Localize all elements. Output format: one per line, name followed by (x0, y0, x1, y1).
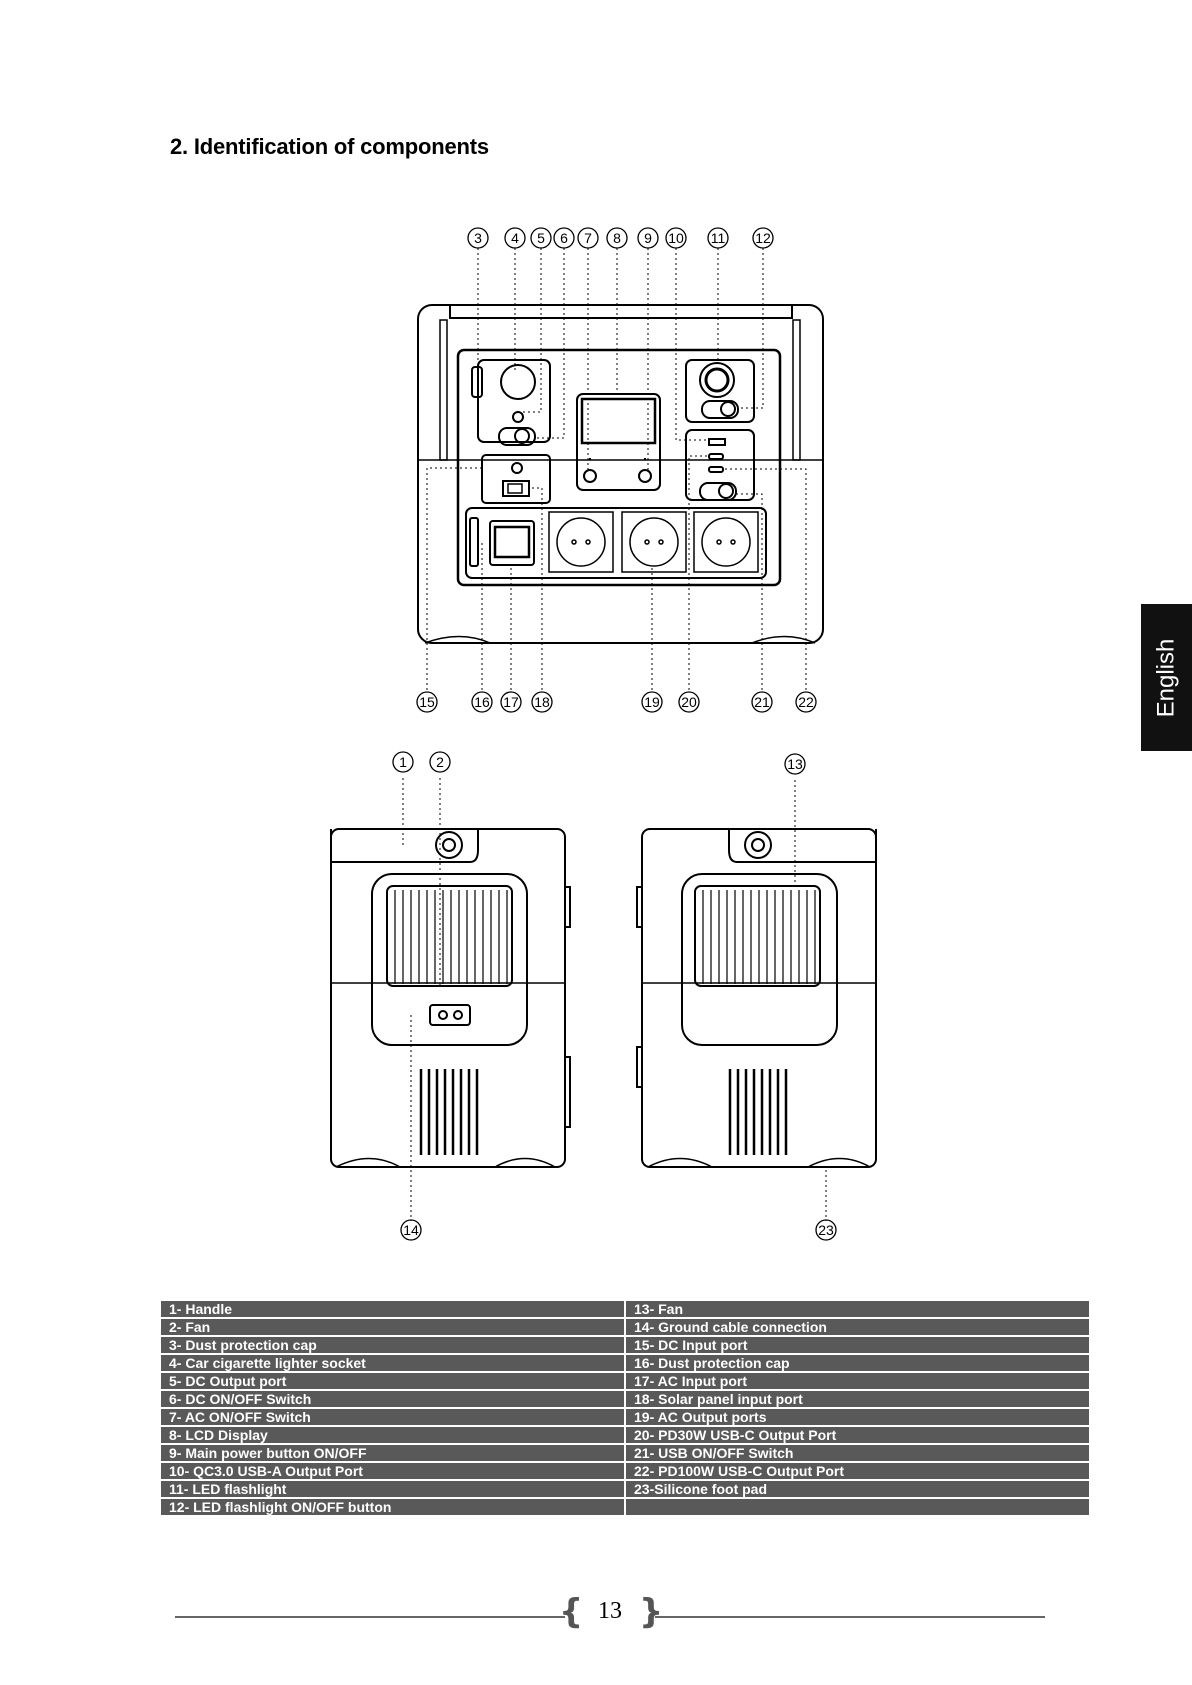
callout-17 (500, 691, 522, 713)
callout-2 (429, 751, 451, 773)
footer-rule-left (175, 1616, 565, 1618)
svg-text:14: 14 (403, 1222, 419, 1238)
svg-text:21: 21 (754, 694, 770, 710)
svg-text:10: 10 (668, 230, 684, 246)
table-cell: 19- AC Output ports (626, 1409, 1089, 1425)
callout-14 (400, 1219, 422, 1241)
callout-11 (707, 227, 729, 249)
svg-text:16: 16 (474, 694, 490, 710)
page-brace-left: { (559, 1592, 584, 1632)
table-cell: 13- Fan (626, 1301, 1089, 1317)
svg-text:20: 20 (681, 694, 697, 710)
table-cell: 20- PD30W USB-C Output Port (626, 1427, 1089, 1443)
callout-16 (471, 691, 493, 713)
callout-15 (416, 691, 438, 713)
svg-text:18: 18 (534, 694, 550, 710)
table-cell: 21- USB ON/OFF Switch (626, 1445, 1089, 1461)
svg-text:5: 5 (537, 230, 545, 246)
table-cell: 2- Fan (161, 1319, 624, 1335)
front-view (417, 248, 824, 690)
svg-text:9: 9 (644, 230, 652, 246)
table-cell: 7- AC ON/OFF Switch (161, 1409, 624, 1425)
ac-outlets (548, 511, 759, 573)
table-cell: 1- Handle (161, 1301, 624, 1317)
table-cell: 8- LCD Display (161, 1427, 624, 1443)
table-cell: 14- Ground cable connection (626, 1319, 1089, 1335)
page-number: 13 (598, 1598, 622, 1624)
callout-9 (637, 227, 659, 249)
table-cell: 3- Dust protection cap (161, 1337, 624, 1353)
callout-4 (504, 227, 526, 249)
callout-10 (665, 227, 687, 249)
table-cell: 18- Solar panel input port (626, 1391, 1089, 1407)
callout-23 (815, 1219, 837, 1241)
callout-12 (752, 227, 774, 249)
callout-1 (392, 751, 414, 773)
callout-6 (553, 227, 575, 249)
table-cell: 17- AC Input port (626, 1373, 1089, 1389)
svg-text:1: 1 (399, 754, 407, 770)
svg-text:15: 15 (419, 694, 435, 710)
table-cell: 10- QC3.0 USB-A Output Port (161, 1463, 624, 1479)
callout-5 (530, 227, 552, 249)
svg-text:12: 12 (755, 230, 771, 246)
svg-text:17: 17 (503, 694, 519, 710)
svg-text:13: 13 (787, 756, 803, 772)
table-cell: 15- DC Input port (626, 1337, 1089, 1353)
callout-3 (467, 227, 489, 249)
callout-21 (751, 691, 773, 713)
callout-18 (531, 691, 553, 713)
svg-text:19: 19 (644, 694, 660, 710)
footer-rule-right (655, 1616, 1045, 1618)
svg-text:8: 8 (613, 230, 621, 246)
svg-text:6: 6 (560, 230, 568, 246)
svg-text:23: 23 (818, 1222, 834, 1238)
table-cell: 12- LED flashlight ON/OFF button (161, 1499, 624, 1515)
table-cell (626, 1499, 1089, 1515)
svg-text:11: 11 (711, 230, 726, 246)
table-cell: 16- Dust protection cap (626, 1355, 1089, 1371)
table-cell: 22- PD100W USB-C Output Port (626, 1463, 1089, 1479)
svg-text:22: 22 (798, 694, 814, 710)
callout-19 (641, 691, 663, 713)
callout-8 (606, 227, 628, 249)
svg-text:7: 7 (584, 230, 592, 246)
svg-text:4: 4 (511, 230, 519, 246)
right-side-view (636, 780, 877, 1221)
table-cell: 5- DC Output port (161, 1373, 624, 1389)
callout-markers (392, 227, 837, 1241)
svg-text:3: 3 (474, 230, 482, 246)
table-cell: 11- LED flashlight (161, 1481, 624, 1497)
svg-text:2: 2 (436, 754, 444, 770)
table-cell: 9- Main power button ON/OFF (161, 1445, 624, 1461)
callout-labels: 3 4 5 6 7 8 9 10 11 12 15 16 17 18 19 20… (399, 230, 834, 1238)
page-brace-right: } (639, 1592, 664, 1632)
table-cell: 6- DC ON/OFF Switch (161, 1391, 624, 1407)
left-side-view (330, 778, 571, 1221)
section-heading: 2. Identification of components (170, 134, 489, 159)
callout-20 (678, 691, 700, 713)
table-row: 12- LED flashlight ON/OFF button (161, 1499, 1089, 1515)
callout-13 (784, 753, 806, 775)
language-tab: English (1141, 604, 1192, 751)
callout-7 (577, 227, 599, 249)
table-cell: 4- Car cigarette lighter socket (161, 1355, 624, 1371)
callout-22 (795, 691, 817, 713)
table-cell: 23-Silicone foot pad (626, 1481, 1089, 1497)
